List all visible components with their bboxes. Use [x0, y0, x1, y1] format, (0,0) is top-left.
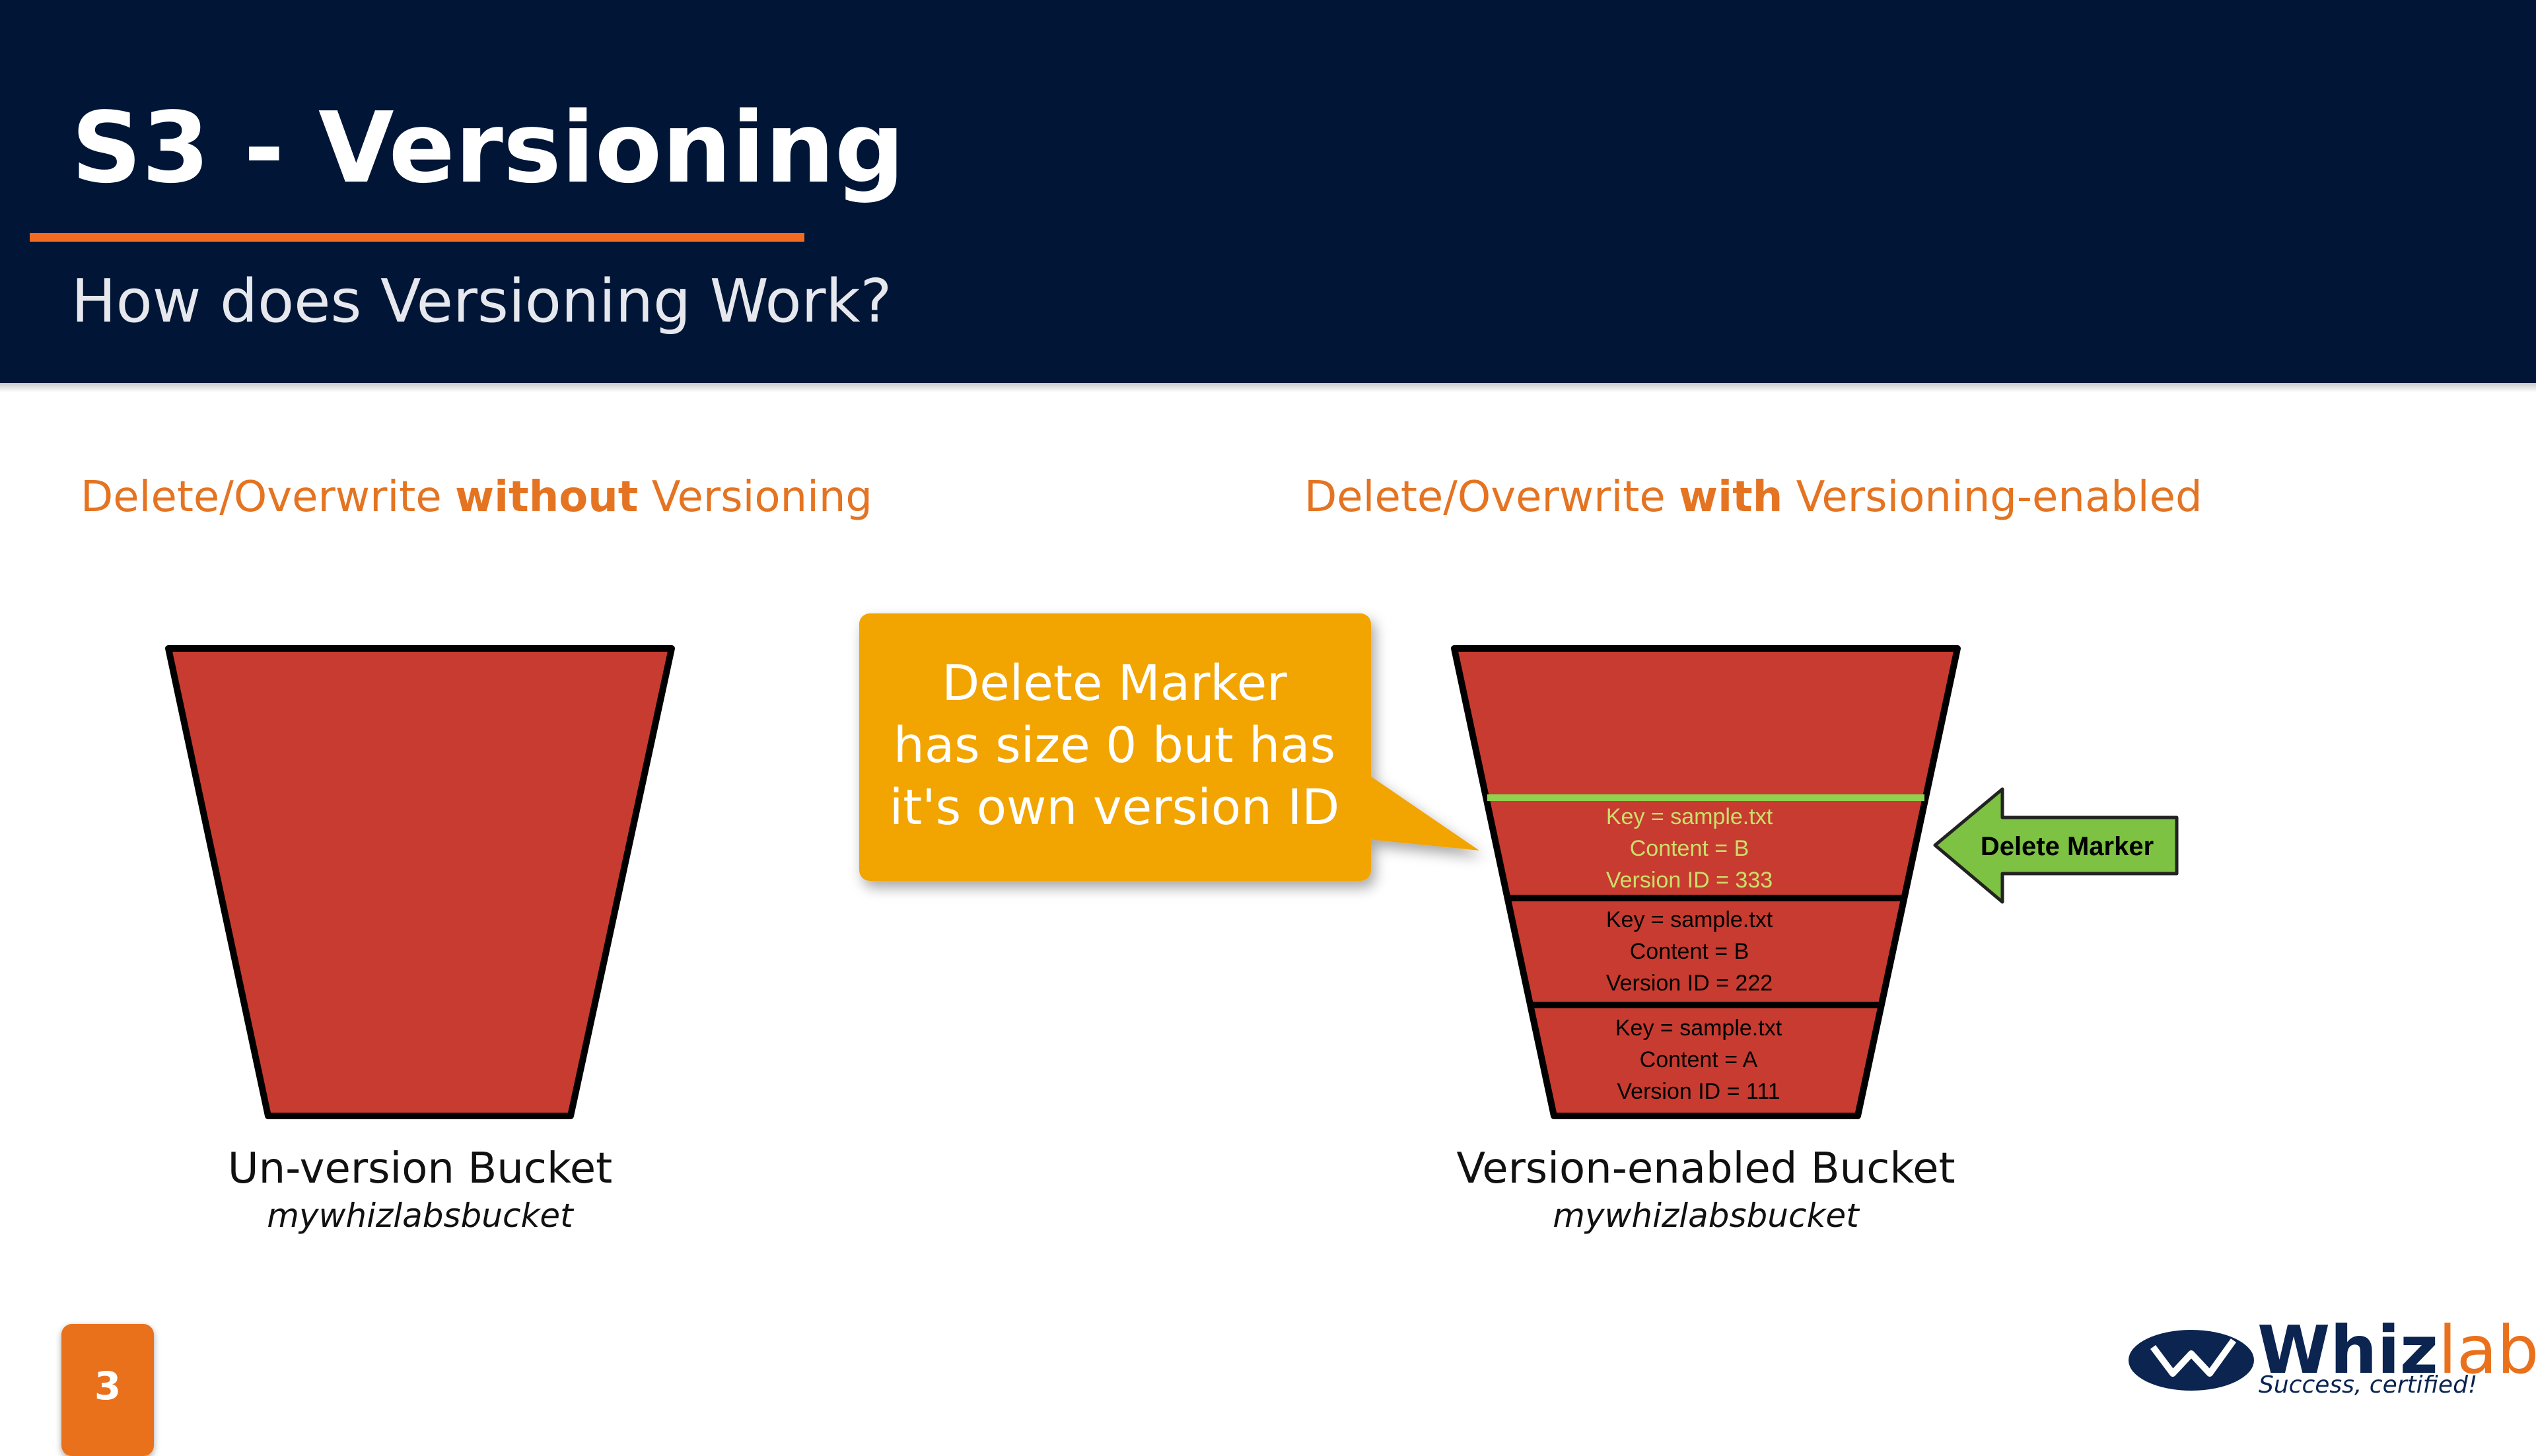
unversion-bucket — [165, 645, 675, 1119]
slide-subtitle: How does Versioning Work? — [71, 267, 892, 336]
slide-title: S3 - Versioning — [71, 91, 905, 205]
version-111-id: Version ID = 111 — [1617, 1079, 1780, 1104]
left-section-heading: Delete/Overwrite without Versioning — [81, 472, 872, 523]
version-333-key: Key = sample.txt — [1606, 804, 1773, 829]
right-heading-pre: Delete/Overwrite — [1304, 473, 1679, 522]
delete-marker-arrow — [1933, 787, 2179, 904]
callout-text: Delete Marker has size 0 but has it's ow… — [865, 652, 1364, 839]
version-111-content: Content = A — [1640, 1047, 1758, 1072]
whizlabs-logo-w — [2150, 1338, 2237, 1377]
versioned-bucket — [1451, 645, 1961, 1119]
right-bucket-caption: Version-enabled Bucket mywhizlabsbucket — [1442, 1144, 1970, 1237]
unversion-bucket-label: Un-version Bucket — [227, 1144, 613, 1193]
logo-main: Whiz — [2257, 1311, 2438, 1389]
page-number-badge: 3 — [61, 1324, 154, 1456]
left-bucket-caption: Un-version Bucket mywhizlabsbucket — [156, 1144, 684, 1237]
versioning-diagram: Key = sample.txt Content = B Version ID … — [165, 613, 2254, 1391]
version-333: Key = sample.txt Content = B Version ID … — [1606, 804, 1773, 893]
header-shadow — [0, 383, 2536, 392]
callout-line-2: has size 0 but has — [893, 717, 1336, 774]
versioned-bucket-label: Version-enabled Bucket — [1456, 1144, 1955, 1193]
version-111: Key = sample.txt Content = A Version ID … — [1615, 1016, 1782, 1104]
version-222-id: Version ID = 222 — [1606, 971, 1773, 996]
left-heading-post: Versioning — [638, 473, 873, 522]
version-222-key: Key = sample.txt — [1606, 907, 1773, 932]
page-number: 3 — [94, 1364, 122, 1408]
callout-line-3: it's own version ID — [889, 779, 1340, 836]
version-222: Key = sample.txt Content = B Version ID … — [1606, 907, 1773, 996]
unversion-bucket-name: mywhizlabsbucket — [267, 1196, 573, 1235]
version-333-content: Content = B — [1630, 836, 1749, 861]
versioned-bucket-name: mywhizlabsbucket — [1553, 1196, 1859, 1235]
right-heading-bold: with — [1679, 473, 1783, 522]
version-222-content: Content = B — [1630, 939, 1749, 964]
slide-header — [0, 0, 2536, 383]
whizlabs-logo-mark — [2129, 1330, 2254, 1391]
left-heading-pre: Delete/Overwrite — [81, 473, 456, 522]
right-heading-post: Versioning-enabled — [1782, 473, 2202, 522]
title-underline — [30, 233, 804, 242]
whizlabs-logo-text: Whizlabs — [2257, 1317, 2536, 1383]
callout-line-1: Delete Marker — [942, 655, 1287, 712]
delete-marker-label: Delete Marker — [1981, 832, 2154, 861]
callout-bubble — [859, 613, 1479, 881]
version-111-key: Key = sample.txt — [1615, 1016, 1782, 1041]
version-333-id: Version ID = 333 — [1606, 868, 1773, 893]
left-heading-bold: without — [455, 473, 639, 522]
logo-tagline: Success, certified! — [2259, 1371, 2478, 1399]
logo-accent: labs — [2438, 1311, 2536, 1389]
right-section-heading: Delete/Overwrite with Versioning-enabled — [1304, 472, 2202, 523]
